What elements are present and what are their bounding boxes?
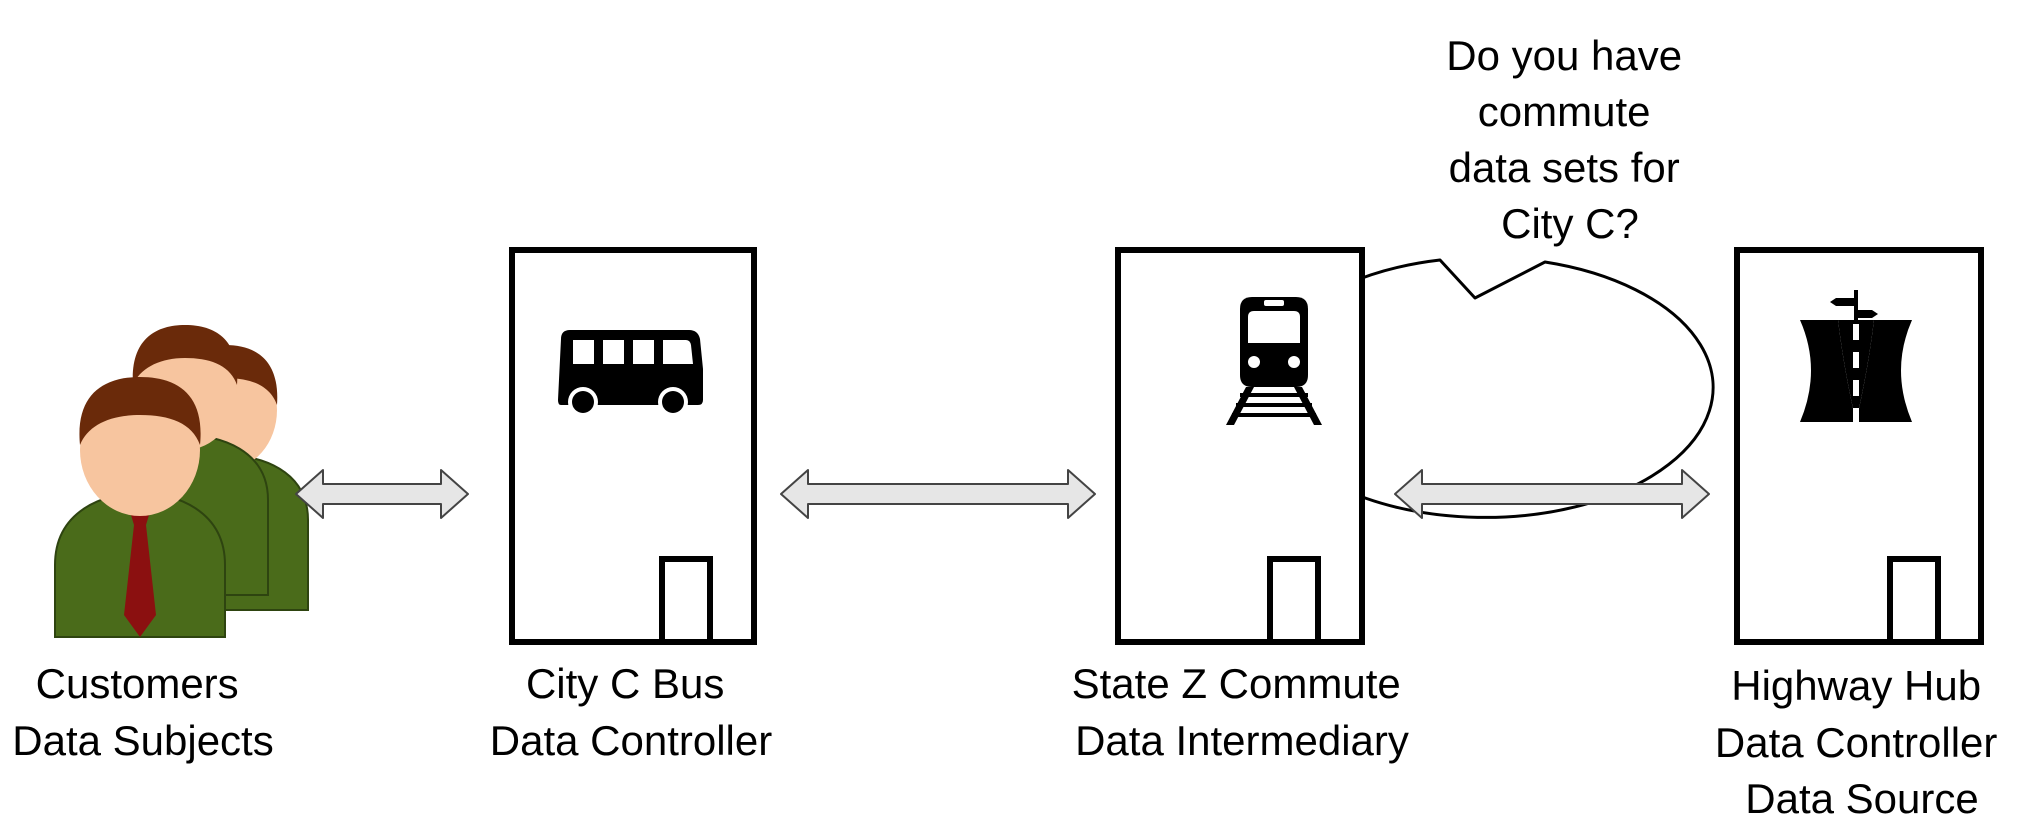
speech-bubble: Do you have commute data sets for City C… bbox=[1255, 32, 1715, 519]
customers-label: Customers Data Subjects bbox=[12, 660, 273, 764]
arrow-commute-highway bbox=[1394, 469, 1710, 519]
highway-building: Highway Hub Data Controller Data Source bbox=[1715, 247, 2009, 822]
arrow-customers-bus bbox=[295, 469, 469, 519]
bus-label: City C Bus Data Controller bbox=[490, 660, 772, 764]
speech-bubble-line-2: commute bbox=[1478, 88, 1651, 135]
commute-label-line-2: Data Intermediary bbox=[1075, 717, 1409, 764]
highway-signpost-icon bbox=[1800, 290, 1912, 422]
building-outline bbox=[1734, 247, 1984, 645]
highway-label-line-3: Data Source bbox=[1745, 775, 1978, 822]
building-door bbox=[659, 556, 713, 645]
bus-label-line-1: City C Bus bbox=[526, 660, 724, 707]
bus-building: City C Bus Data Controller bbox=[490, 247, 772, 764]
train-icon bbox=[1226, 297, 1322, 425]
commute-building: State Z Commute Data Intermediary bbox=[1072, 247, 1413, 764]
commute-label: State Z Commute Data Intermediary bbox=[1072, 660, 1413, 764]
customers-label-line-2: Data Subjects bbox=[12, 717, 273, 764]
bus-label-line-2: Data Controller bbox=[490, 717, 772, 764]
speech-bubble-line-3: data sets for bbox=[1449, 144, 1680, 191]
customers-node: Customers Data Subjects bbox=[12, 325, 309, 764]
building-door bbox=[1887, 556, 1941, 645]
commute-label-line-1: State Z Commute bbox=[1072, 660, 1401, 707]
speech-bubble-line-1: Do you have bbox=[1446, 32, 1682, 79]
building-outline bbox=[509, 247, 757, 645]
people-group-icon bbox=[54, 325, 309, 638]
customers-label-line-1: Customers bbox=[36, 660, 239, 707]
speech-bubble-text: Do you have commute data sets for City C… bbox=[1446, 32, 1694, 247]
arrow-bus-commute bbox=[780, 469, 1096, 519]
speech-bubble-line-4: City C? bbox=[1501, 200, 1639, 247]
highway-label-line-1: Highway Hub bbox=[1731, 662, 1981, 709]
building-outline bbox=[1115, 247, 1365, 645]
highway-label: Highway Hub Data Controller Data Source bbox=[1715, 662, 2009, 822]
building-door bbox=[1267, 556, 1321, 645]
bus-icon bbox=[558, 330, 703, 417]
highway-label-line-2: Data Controller bbox=[1715, 719, 1997, 766]
